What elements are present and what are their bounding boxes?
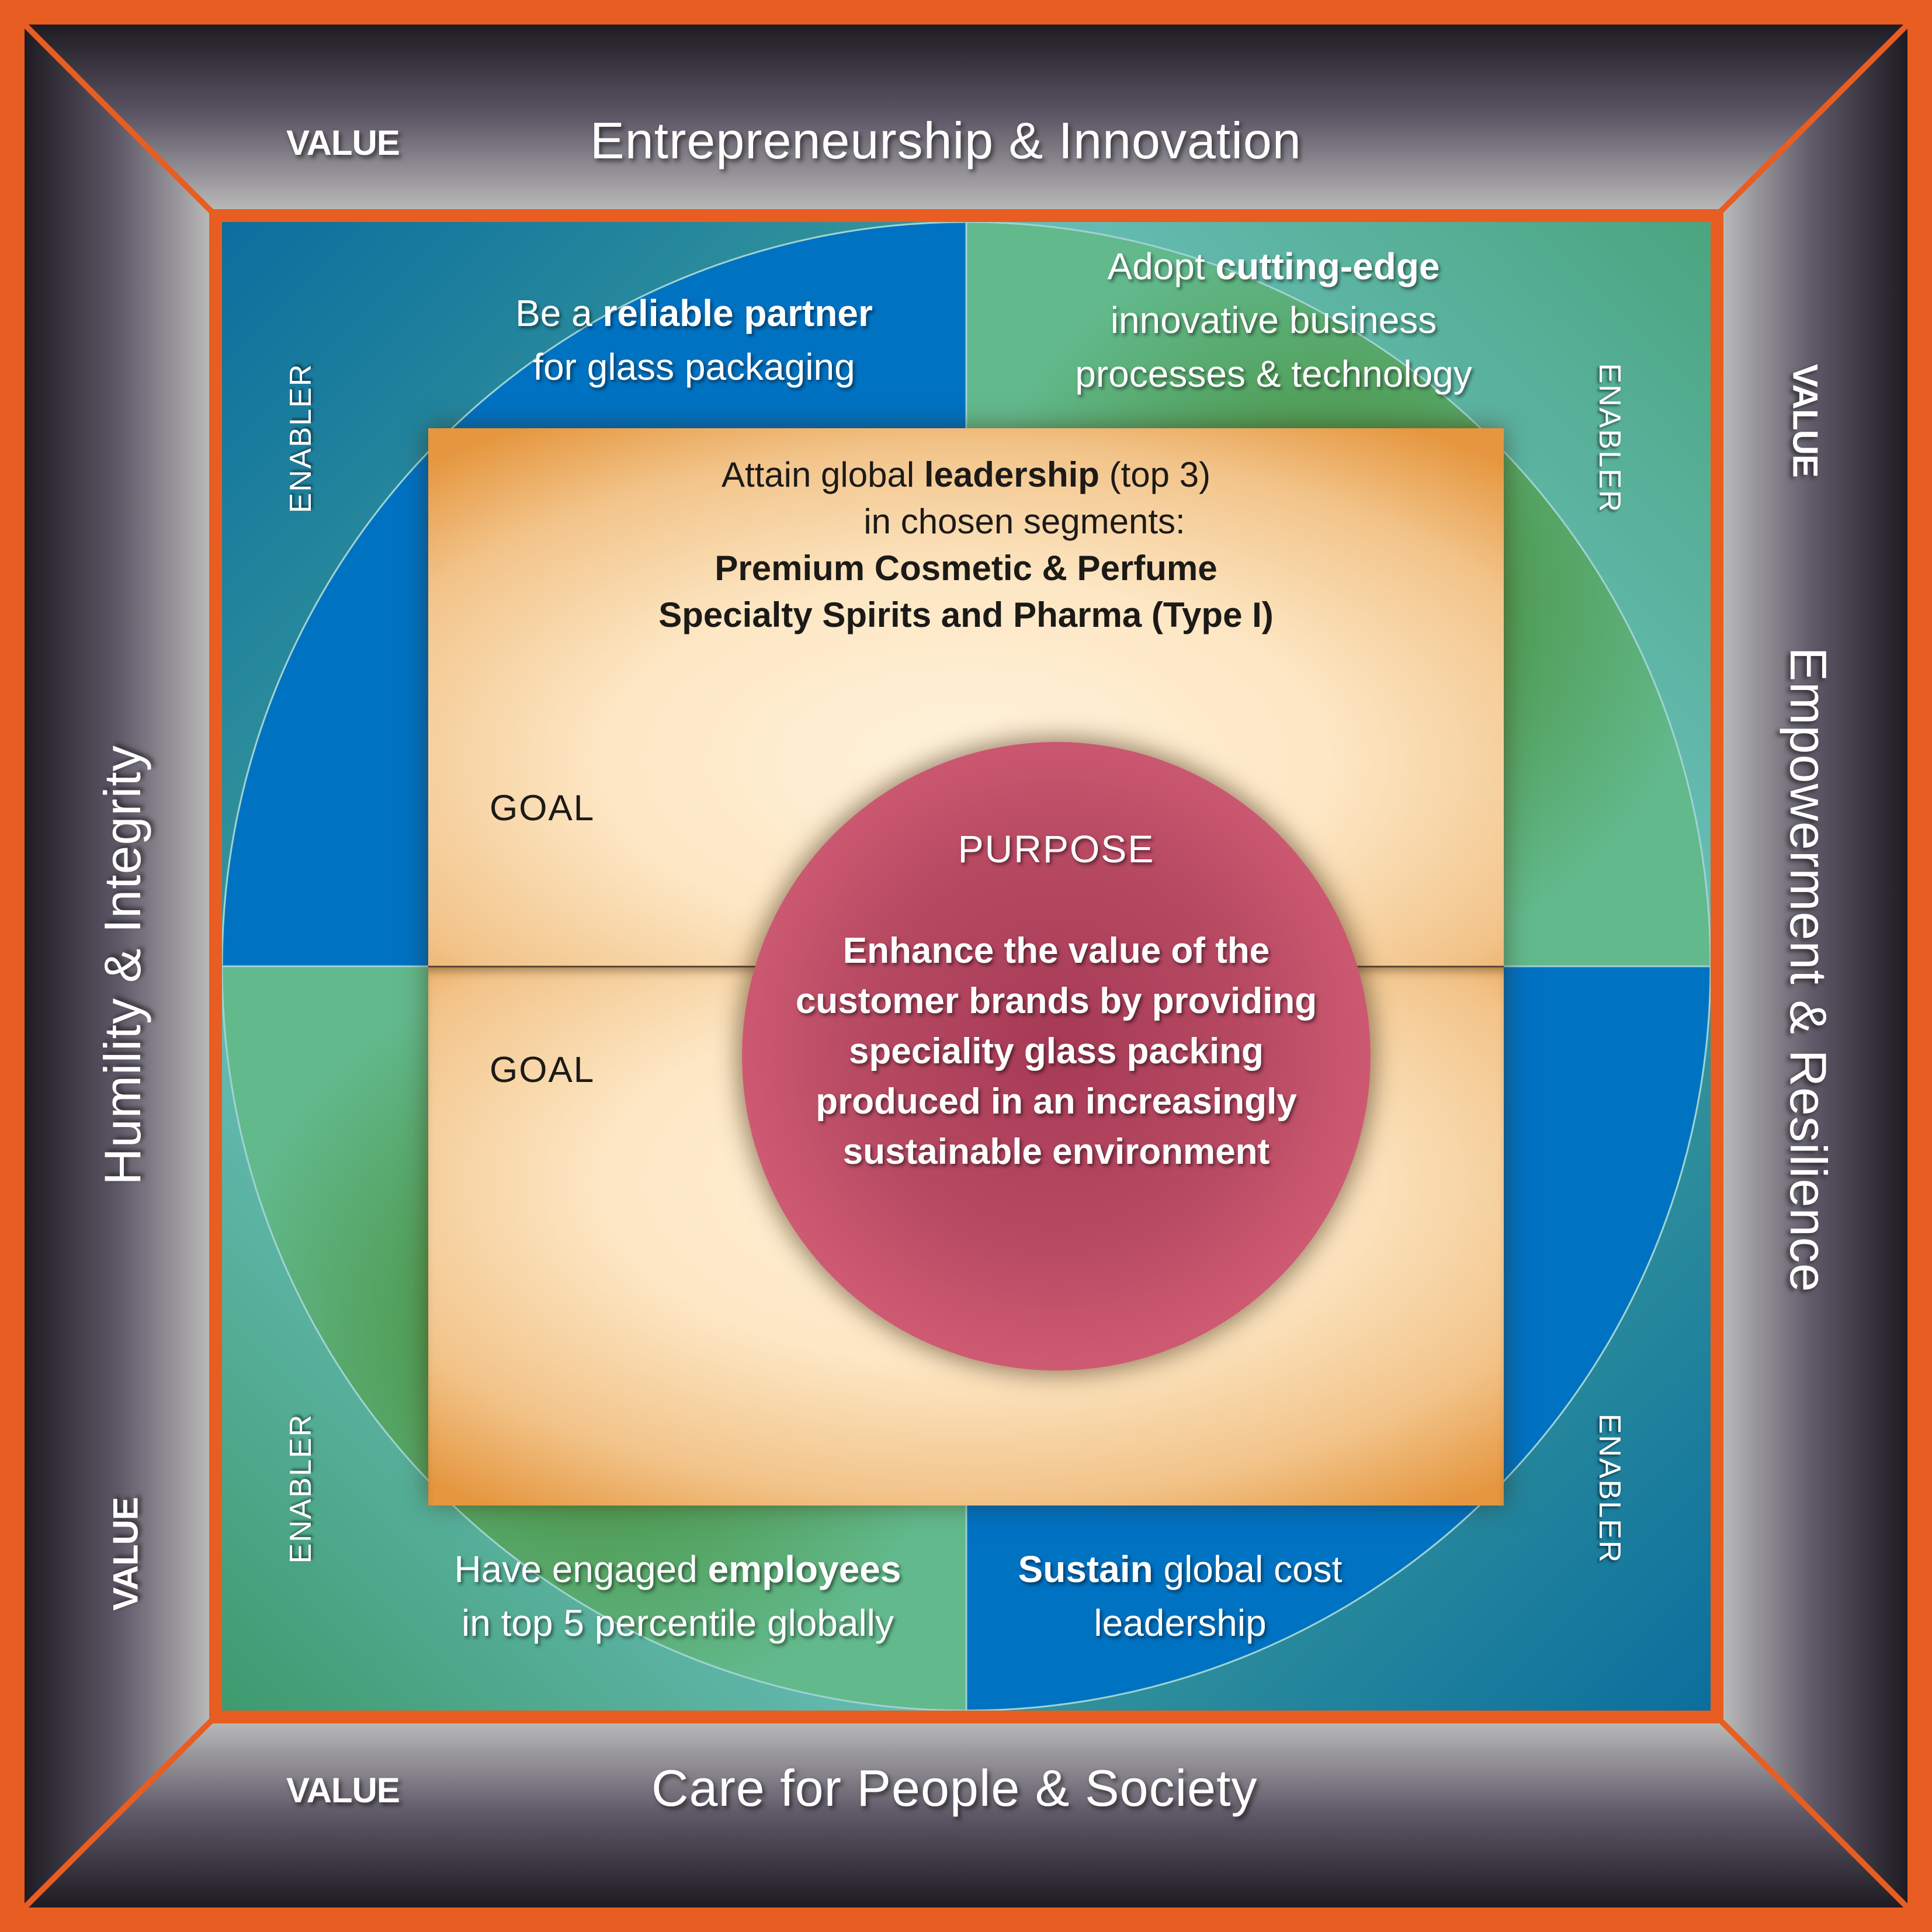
enabler-tag-top-left: ENABLER [284, 363, 318, 514]
goal-line-4: Specialty Spirits and Pharma (Type I) [658, 595, 1274, 634]
value-title-bottom: Care for People & Society [651, 1759, 1258, 1817]
enabler-bottom-right: Sustain global cost leadership [976, 1542, 1385, 1650]
goal-line-1-pre: Attain global [721, 455, 924, 494]
value-tag-bottom: VALUE [286, 1771, 400, 1810]
enabler-bottom-left-post: in top 5 percentile globally [461, 1602, 894, 1644]
value-tag-right: VALUE [1785, 364, 1825, 477]
goal-line-1-bold: leadership [924, 455, 1099, 494]
goal-line-1-post: (top 3) [1099, 455, 1211, 494]
value-title-right: Empowerment & Resilience [1780, 647, 1837, 1293]
enabler-top-right: Adopt cutting-edge innovative business p… [1011, 240, 1536, 401]
frame-bottom-panel [25, 1723, 1907, 1907]
enabler-bottom-left: Have engaged employees in top 5 percenti… [415, 1542, 941, 1650]
value-tag-left: VALUE [106, 1497, 145, 1611]
enabler-top-right-bold: cutting-edge [1215, 245, 1440, 287]
enabler-top-left: Be a reliable partner for glass packagin… [431, 286, 957, 394]
enabler-bottom-right-post: global cost leadership [1094, 1548, 1343, 1644]
goal-line-3: Premium Cosmetic & Perfume [714, 549, 1218, 588]
purpose-title: PURPOSE [958, 827, 1155, 870]
enabler-bottom-left-pre: Have engaged [454, 1548, 708, 1590]
enabler-tag-bottom-right: ENABLER [1593, 1413, 1626, 1564]
purpose-circle: PURPOSE Enhance the value of the custome… [742, 742, 1371, 1371]
enabler-bottom-right-bold: Sustain [1018, 1548, 1153, 1590]
enabler-top-left-bold: reliable partner [602, 292, 873, 334]
enabler-bottom-left-bold: employees [707, 1548, 901, 1590]
goal-label-bottom: GOAL [490, 1050, 595, 1090]
goal-line-2: in chosen segments: [863, 502, 1185, 541]
enabler-top-right-post: innovative business processes & technolo… [1075, 299, 1472, 395]
enabler-top-left-pre: Be a [515, 292, 603, 334]
enabler-top-right-pre: Adopt [1107, 245, 1216, 287]
goal-line-1: Attain global leadership (top 3) [428, 452, 1504, 498]
value-title-top: Entrepreneurship & Innovation [590, 112, 1302, 169]
value-title-left: Humility & Integrity [93, 745, 151, 1185]
frame-left-panel [25, 25, 209, 1907]
purpose-body: Enhance the value of the customer brands… [795, 931, 1317, 1172]
frame-top-panel [25, 25, 1907, 209]
goal-description: Attain global leadership (top 3) in chos… [428, 452, 1504, 639]
value-tag-top: VALUE [286, 123, 400, 162]
enabler-tag-bottom-left: ENABLER [284, 1413, 318, 1564]
enabler-tag-top-right: ENABLER [1593, 363, 1626, 514]
frame-right-panel [1723, 25, 1907, 1907]
enabler-area: ENABLER ENABLER ENABLER ENABLER Be a rel… [222, 222, 1711, 1711]
enabler-top-left-post: for glass packaging [533, 346, 855, 388]
goal-label-top: GOAL [490, 788, 595, 828]
